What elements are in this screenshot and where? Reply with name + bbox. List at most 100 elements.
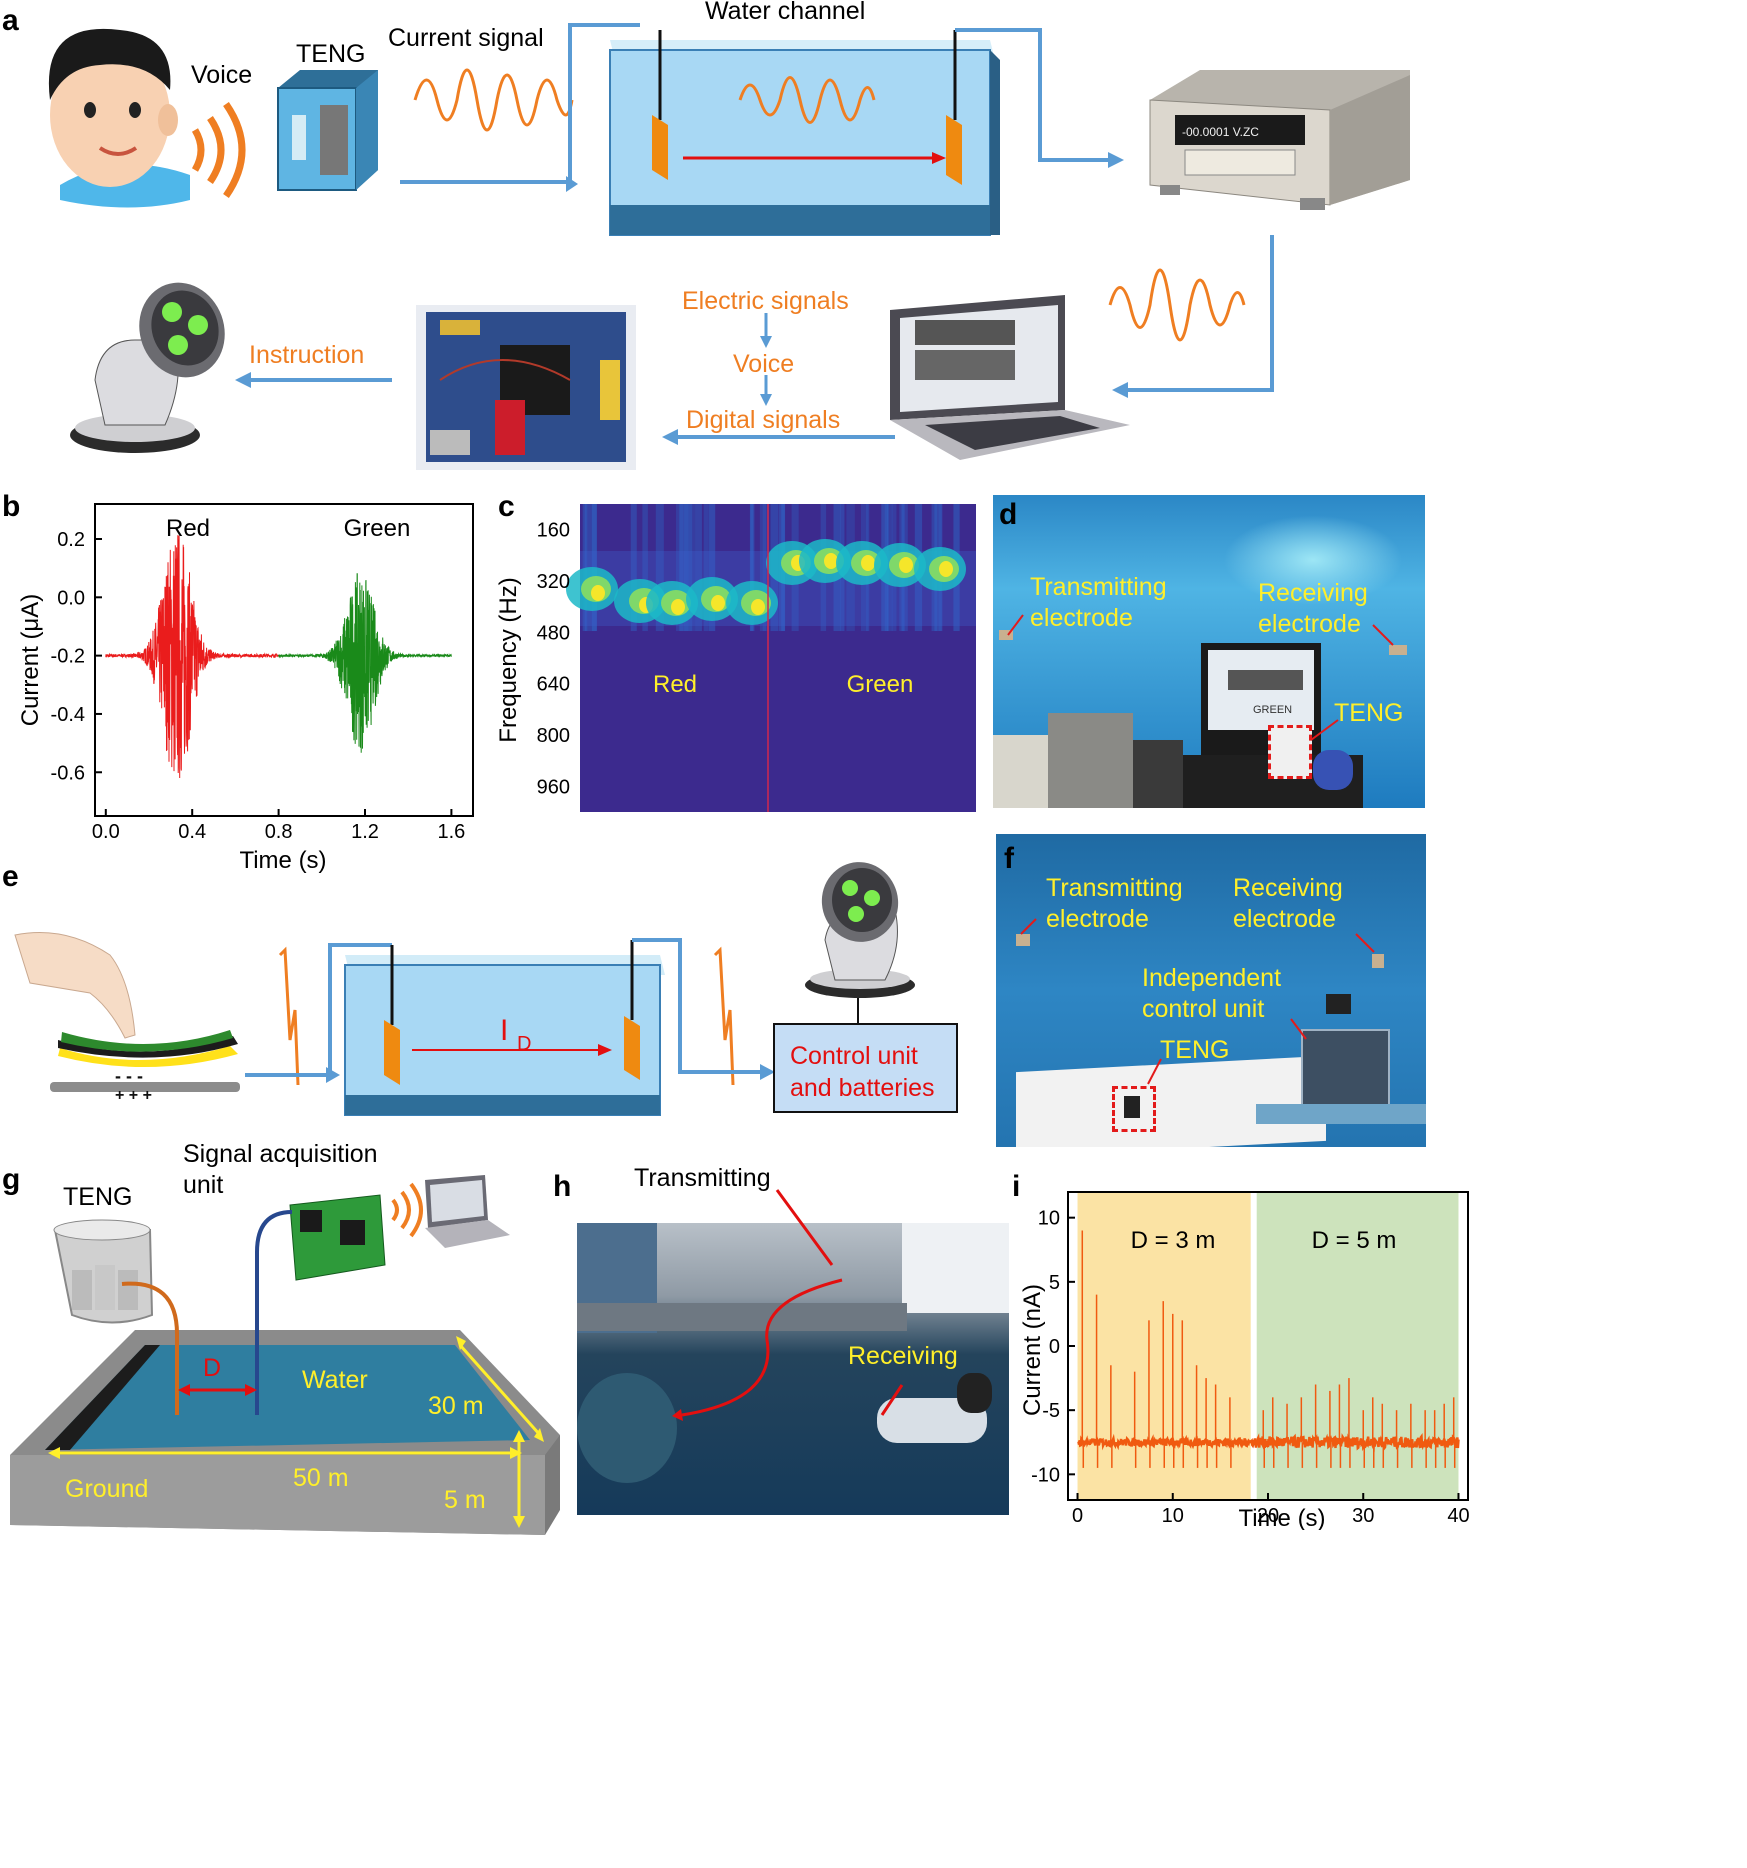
chart-i-xtick-label: 20 (1257, 1505, 1279, 1527)
electrometer-icon (1149, 70, 1410, 210)
instruction-label: Instruction (249, 341, 365, 369)
chart-c-blob-core (824, 553, 838, 569)
chart-c-blob-core (861, 555, 875, 571)
chart-i-xtick-label: 10 (1162, 1505, 1184, 1527)
chart-b-xtick-label: 1.2 (351, 821, 379, 843)
meter-display: -00.0001 V.ZC (1182, 125, 1259, 139)
sound-wave-icon (191, 102, 246, 198)
human-head-icon (48, 28, 190, 208)
digital-signals-label: Digital signals (686, 406, 841, 434)
chart-i-xlabel: Time (s) (1238, 1505, 1325, 1530)
panel-label-i: i (1012, 1170, 1021, 1203)
voice-step-label: Voice (733, 350, 795, 378)
chart-c-column (762, 504, 769, 631)
chart-i-xtick-label: 0 (1072, 1505, 1083, 1527)
pool-water (45, 1345, 530, 1450)
laptop-icon (890, 295, 1130, 460)
chart-b-ytick-label: -0.4 (51, 704, 85, 726)
d-electrode-1: electrode (1030, 604, 1133, 632)
chart-c-column (750, 504, 755, 631)
chart-i-xtick-label: 30 (1352, 1505, 1374, 1527)
g-distance-d: D (203, 1354, 222, 1382)
f-transmitting: Transmitting (1046, 874, 1183, 902)
charges-positive: + + + (115, 1087, 152, 1104)
acquisition-board-icon (289, 1194, 386, 1281)
chart-b-ytick-label: 0.0 (57, 587, 85, 609)
chart-b-series-green (278, 573, 452, 753)
teng-bucket-icon (53, 1219, 154, 1324)
h-pointers (672, 1189, 904, 1421)
d-receiving: Receiving (1258, 579, 1368, 607)
laptop-signal-wave (1108, 268, 1246, 342)
photo-d (993, 495, 1425, 808)
panel-a-diagram: -00.0001 V.ZC (48, 23, 1410, 470)
chart-c-blob-core (711, 595, 725, 611)
chart-c-column (709, 504, 716, 631)
panel-label-d: d (999, 498, 1018, 531)
chart-i-ytick-label: -10 (1031, 1464, 1060, 1486)
photo-h (577, 1223, 1009, 1515)
chart-i-ylabel: Current (nA) (1019, 1284, 1046, 1416)
panel-label-g: g (2, 1163, 21, 1196)
water-channel-label: Water channel (705, 0, 866, 25)
voice-label: Voice (191, 61, 253, 89)
chart-c-column (695, 504, 702, 631)
chart-c-column (583, 504, 588, 631)
chart-b-xtick-label: 0.8 (265, 821, 293, 843)
chart-c-column (759, 504, 767, 631)
f-receiving: Receiving (1233, 874, 1343, 902)
chart-c-blob-core (899, 557, 913, 573)
chart-c-ytick-label: 960 (537, 776, 570, 798)
chart-i-label-d5: D = 5 m (1312, 1227, 1397, 1254)
chart-b-ytick-label: 0.2 (57, 529, 85, 551)
chart-c-blob-core (751, 599, 765, 615)
control-unit-label-2: and batteries (790, 1074, 935, 1102)
wireless-icon (391, 1182, 423, 1238)
chart-b-xtick-label: 0.4 (178, 821, 206, 843)
chart-i-xtick-label: 40 (1447, 1505, 1469, 1527)
current-subscript: D (517, 1033, 531, 1055)
chart-c-label-red: Red (653, 671, 697, 698)
chart-c-blob-core (939, 561, 953, 577)
panel-g-diagram (10, 1175, 560, 1535)
chart-c-ytick-label: 320 (537, 571, 570, 593)
f-teng: TENG (1160, 1036, 1230, 1064)
electric-signals-label: Electric signals (682, 287, 849, 315)
panel-label-c: c (498, 490, 515, 523)
photo-f (996, 834, 1426, 1147)
chart-i-ytick-label: 5 (1049, 1272, 1060, 1294)
chart-b-xtick-label: 1.6 (437, 821, 465, 843)
chart-c-label-green: Green (847, 671, 914, 698)
chart-c-column (703, 504, 709, 631)
d-pointers (1007, 614, 1394, 741)
chart-c-ytick-label: 160 (537, 520, 570, 542)
g-dim-50: 50 m (293, 1464, 349, 1492)
chart-c-ytick-label: 480 (537, 622, 570, 644)
g-dim-5: 5 m (444, 1486, 486, 1514)
g-teng: TENG (63, 1183, 133, 1211)
water-tank-icon (609, 30, 1000, 236)
d-electrode-2: electrode (1258, 610, 1361, 638)
panel-label-h: h (553, 1170, 572, 1203)
panel-label-e: e (2, 860, 19, 893)
chart-b-ytick-label: -0.2 (51, 646, 85, 668)
chart-b-label-red: Red (166, 515, 210, 542)
g-signal-acq-1: Signal acquisition (183, 1140, 378, 1168)
chart-c-blob-core (591, 585, 605, 601)
spotlight-icon (70, 282, 225, 453)
chart-i-ytick-label: 0 (1049, 1336, 1060, 1358)
panel-label-f: f (1004, 842, 1014, 875)
charges-negative: - - - (115, 1066, 143, 1086)
control-board-photo (416, 305, 636, 470)
chart-b-series-red (105, 535, 280, 779)
current-signal-wave (413, 68, 574, 132)
chart-c-ylabel: Frequency (Hz) (495, 577, 522, 742)
chart-b-frame (94, 503, 474, 817)
chart-b-ytick-label: -0.6 (51, 762, 85, 784)
chart-c-column (642, 504, 648, 631)
d-transmitting: Transmitting (1030, 573, 1167, 601)
chart-b-label-green: Green (344, 515, 411, 542)
